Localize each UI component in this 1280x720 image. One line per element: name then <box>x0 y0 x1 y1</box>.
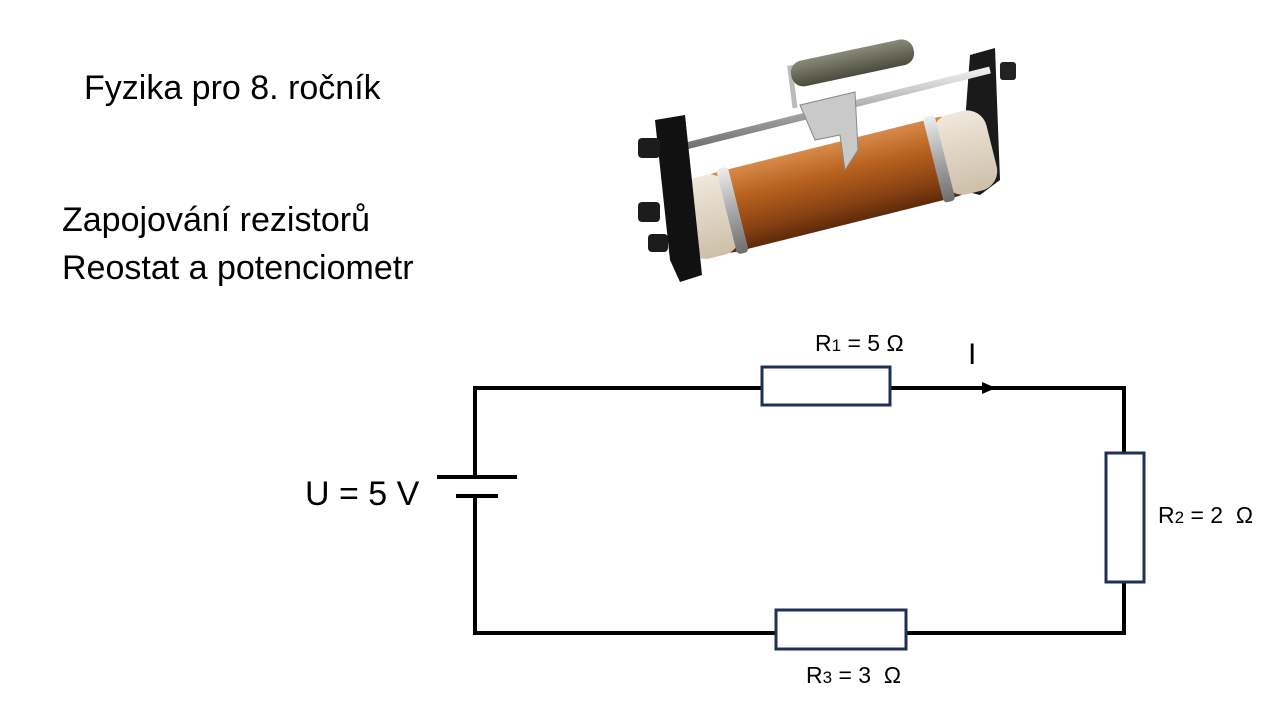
battery-symbol <box>437 475 517 498</box>
subtitle-line-1: Zapojování rezistorů <box>62 201 371 239</box>
wire-bottom-left <box>473 494 778 635</box>
terminal-knob-icon <box>638 138 660 158</box>
subtitle-line-2: Reostat a potenciometr <box>62 249 414 287</box>
voltage-label: U = 5 V <box>305 475 420 513</box>
resistor-r2 <box>1104 451 1146 584</box>
wire-right-bottom <box>904 580 1126 635</box>
wire-top-right <box>888 386 1126 455</box>
resistor-r3-label: R3 = 3 Ω <box>806 662 902 688</box>
slider-handle <box>790 39 915 87</box>
slide-title: Fyzika pro 8. ročník <box>84 69 381 107</box>
wire-top-left <box>473 386 764 479</box>
resistor-r2-label: R2 = 2 Ω <box>1158 502 1254 528</box>
current-arrow-icon <box>982 382 996 394</box>
left-bracket <box>638 115 702 282</box>
resistor-r3 <box>774 608 908 651</box>
resistor-r1-label: R1 = 5 Ω <box>815 330 904 356</box>
rheostat-photo <box>638 39 1016 282</box>
terminal-knob-icon <box>638 202 660 222</box>
slide-subtitle: Zapojování rezistorů Reostat a potenciom… <box>62 196 414 292</box>
slider-contact <box>799 91 859 172</box>
resistor-r1 <box>760 365 892 407</box>
terminal-knob-icon <box>648 234 668 252</box>
terminal-knob-icon <box>1000 62 1016 80</box>
current-label: I <box>968 338 977 371</box>
